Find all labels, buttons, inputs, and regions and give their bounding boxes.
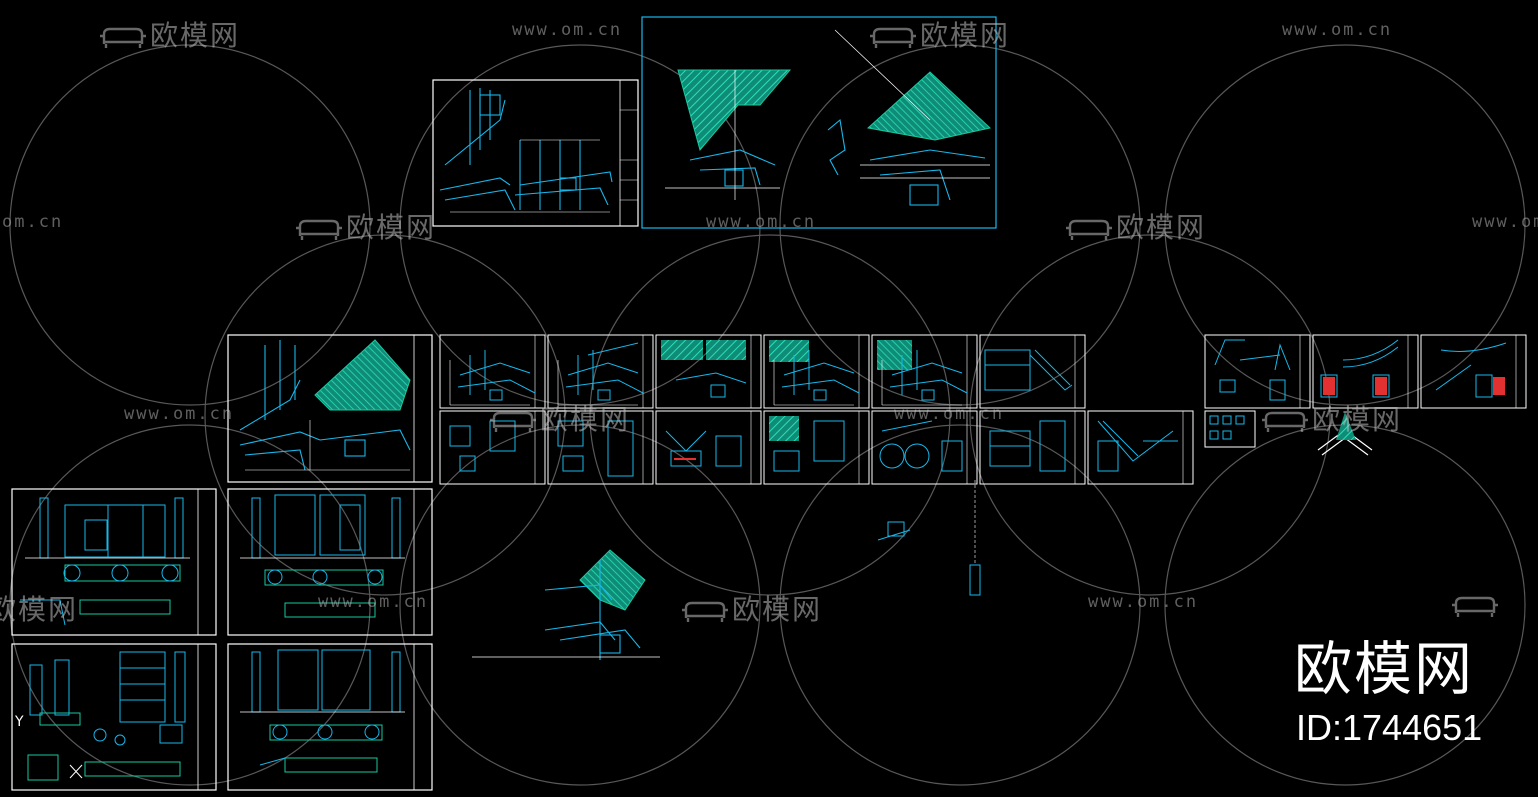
watermark-brand: 欧模网	[682, 588, 822, 628]
sheet-grid-row-1[interactable]	[439, 334, 1086, 409]
watermark-brand-label: 欧模网	[732, 593, 823, 626]
sheet-elevation-2[interactable]	[227, 488, 433, 636]
sheet-top-large[interactable]	[641, 16, 997, 229]
sofa-logo-icon	[1452, 596, 1498, 617]
sofa-logo-icon	[100, 27, 146, 48]
sheet-top-left[interactable]	[432, 79, 639, 227]
watermark-url: www.om.cn	[894, 404, 1005, 424]
watermark-brand: 欧模网	[1262, 398, 1402, 438]
watermark-brand-label: 欧模网	[1116, 211, 1207, 244]
brand-logo-title: 欧模网	[1294, 635, 1475, 703]
watermark-brand: 欧模网	[0, 588, 78, 628]
sheet-elevation-1[interactable]	[11, 488, 217, 636]
sofa-logo-icon	[296, 219, 342, 240]
sheet-middle-left[interactable]	[227, 334, 433, 483]
sofa-logo-icon	[870, 27, 916, 48]
loose-detail-small[interactable]	[877, 480, 981, 596]
sofa-logo-icon	[682, 601, 728, 622]
sheet-elevation-4[interactable]	[227, 643, 433, 791]
sofa-logo-icon	[1066, 219, 1112, 240]
sheet-elevation-3[interactable]: Y	[11, 643, 217, 791]
watermark-url: www.om.cn	[1472, 212, 1538, 232]
watermark-brand: 欧模网	[490, 398, 630, 438]
watermark-brand: 欧模网	[870, 14, 1010, 54]
watermark-brand: 欧模网	[100, 14, 240, 54]
watermark-brand-label: 欧模网	[540, 403, 631, 436]
watermark-brand: 欧模网	[296, 206, 436, 246]
watermark-url: om.cn	[2, 212, 64, 232]
watermark-brand-label: 欧模网	[150, 19, 241, 52]
watermark-url: www.om.cn	[512, 20, 623, 40]
watermark-url: www.om.cn	[1088, 592, 1199, 612]
sofa-logo-icon	[490, 411, 536, 432]
sofa-logo-icon	[1262, 411, 1308, 432]
watermark-url: www.om.cn	[706, 212, 817, 232]
watermark-brand	[1452, 588, 1502, 621]
svg-text:Y: Y	[14, 714, 24, 730]
watermark-url: www.om.cn	[318, 592, 429, 612]
loose-detail-center[interactable]	[472, 549, 660, 660]
sheet-right-group[interactable]	[1204, 334, 1527, 456]
watermark-brand-label: 欧模网	[1312, 403, 1403, 436]
watermark-brand-label: 欧模网	[920, 19, 1011, 52]
watermark-brand-label: 欧模网	[0, 593, 79, 626]
asset-id-label: ID:1744651	[1296, 707, 1483, 748]
watermark-url: www.om.cn	[1282, 20, 1393, 40]
watermark-brand: 欧模网	[1066, 206, 1206, 246]
sheet-grid-row-2[interactable]	[439, 410, 1194, 485]
watermark-url: www.om.cn	[124, 404, 235, 424]
watermark-brand-label: 欧模网	[346, 211, 437, 244]
